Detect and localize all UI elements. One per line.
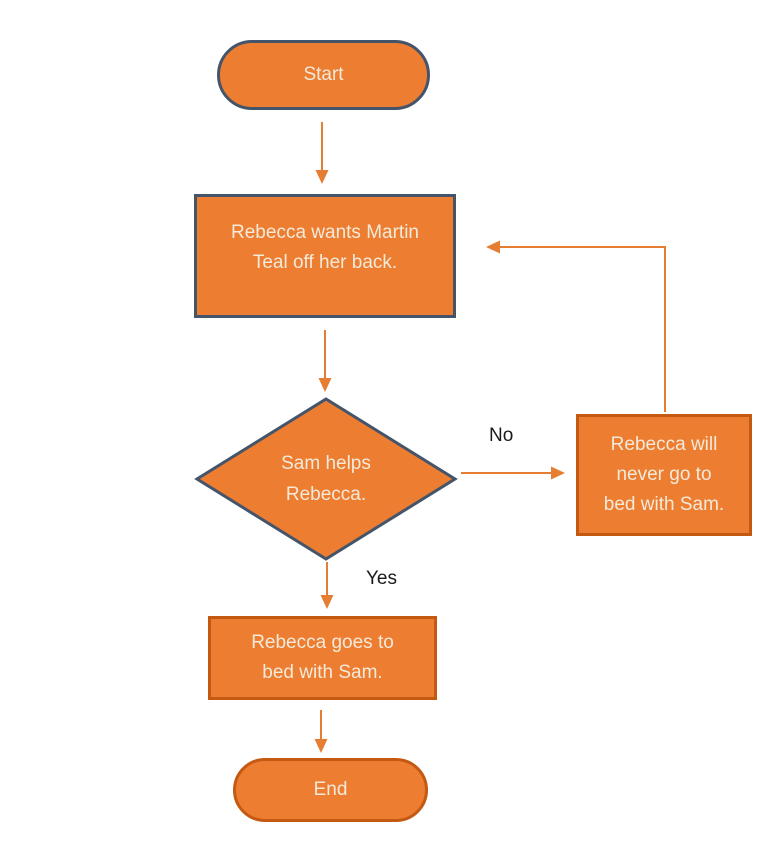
node-result-line: bed with Sam. — [262, 662, 383, 683]
arrow-loop-back — [500, 246, 666, 412]
node-process-line: Rebecca wants Martin — [231, 222, 419, 243]
arrowhead-start-to-process — [315, 170, 329, 184]
node-start-label: Start — [303, 64, 344, 85]
arrowhead-decision-no — [551, 466, 565, 480]
node-result-line: bed with Sam. — [603, 494, 725, 515]
node-process-martin-teal: Rebecca wants Martin Teal off her back. — [194, 194, 456, 318]
arrowhead-decision-yes — [320, 595, 334, 609]
arrowhead-to-end — [314, 739, 328, 753]
node-result-never-bed: Rebecca will never go to bed with Sam. — [576, 414, 752, 536]
node-result-line: Rebecca will — [610, 434, 718, 455]
node-decision-sam-helps: Sam helps Rebecca. — [194, 396, 458, 562]
node-process-line: Teal off her back. — [252, 252, 398, 273]
node-result-goes-to-bed: Rebecca goes to bed with Sam. — [208, 616, 437, 700]
arrowhead-process-to-decision — [318, 378, 332, 392]
node-end-label: End — [313, 779, 348, 800]
node-result-line: never go to — [616, 464, 712, 485]
edge-label-no: No — [489, 425, 514, 446]
node-start: Start — [217, 40, 430, 110]
node-decision-line: Sam helps — [281, 453, 371, 474]
node-decision-text: Sam helps Rebecca. — [194, 396, 458, 562]
decision-diamond-shape — [194, 397, 458, 561]
arrowhead-loop-back — [486, 240, 500, 254]
node-end: End — [233, 758, 428, 822]
node-decision-line: Rebecca. — [285, 484, 367, 505]
node-result-line: Rebecca goes to — [251, 632, 394, 653]
edge-label-yes: Yes — [366, 568, 397, 589]
